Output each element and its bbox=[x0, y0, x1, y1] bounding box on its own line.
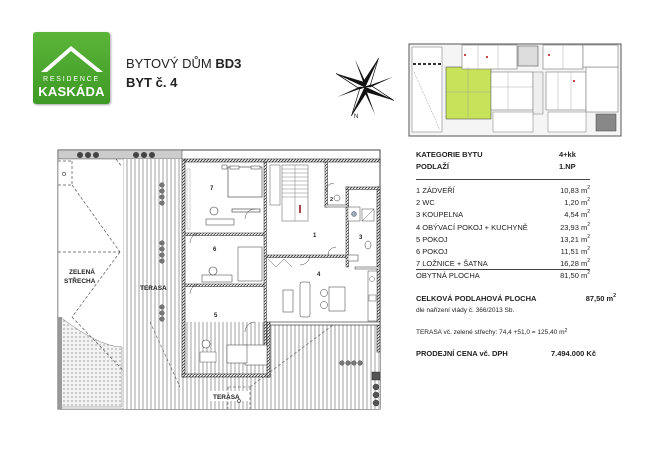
room-row: 1 ZÁDVEŘÍ 10,83 m2 bbox=[416, 185, 590, 195]
room-row: 6 POKOJ 11,51 m2 bbox=[416, 246, 590, 256]
unit-title: BYT č. 4 bbox=[126, 75, 178, 90]
price-value: 7.494.000 Kč bbox=[550, 349, 596, 358]
logo-line1: RESIDENCE bbox=[42, 76, 101, 83]
compass-rose-icon: N bbox=[335, 57, 395, 120]
svg-text:6: 6 bbox=[213, 247, 217, 253]
residence-kaskada-logo: RESIDENCE KASKÁDA bbox=[33, 32, 110, 104]
total-area-row: CELKOVÁ PODLAHOVÁ PLOCHA 87,50 m2 bbox=[416, 293, 616, 303]
svg-text:3: 3 bbox=[359, 235, 363, 241]
category-row: KATEGORIE BYTU 4+kk bbox=[416, 150, 576, 159]
svg-text:1: 1 bbox=[313, 233, 317, 239]
logo-line2: KASKÁDA bbox=[38, 84, 105, 99]
roof-icon bbox=[41, 46, 103, 72]
price-row: PRODEJNÍ CENA vč. DPH 7.494.000 Kč bbox=[416, 349, 596, 358]
key-plan bbox=[408, 43, 622, 137]
highlighted-unit bbox=[445, 66, 492, 120]
room-row: 5 POKOJ 13,21 m2 bbox=[416, 234, 590, 244]
building-title: BYTOVÝ DŮM BD3 bbox=[126, 56, 241, 71]
building-code: BD3 bbox=[215, 56, 242, 71]
divider bbox=[416, 179, 590, 180]
floor-value: 1.NP bbox=[559, 162, 576, 171]
floor-row: PODLAŽÍ 1.NP bbox=[416, 162, 576, 171]
regulation-note: dle nařízení vlády č. 366/2013 Sb. bbox=[416, 307, 515, 314]
svg-text:7: 7 bbox=[210, 186, 214, 192]
terrace-note: TERASA vč. zelené střechy: 74,4 +51,0 = … bbox=[416, 328, 568, 336]
svg-text:ZELENÁ: ZELENÁ bbox=[69, 267, 95, 276]
svg-text:TERASA: TERASA bbox=[213, 394, 240, 401]
floor-plan: ZELENÁ STŘECHA TERASA TERASA bbox=[57, 149, 381, 410]
svg-text:5: 5 bbox=[214, 313, 218, 319]
category-value: 4+kk bbox=[559, 150, 576, 159]
svg-text:4: 4 bbox=[317, 272, 321, 278]
svg-text:TERASA: TERASA bbox=[140, 285, 167, 292]
living-area-row: OBYTNÁ PLOCHA 81,50 m2 bbox=[416, 270, 590, 280]
room-row: 4 OBÝVACÍ POKOJ + KUCHYNĚ 23,93 m2 bbox=[416, 222, 590, 232]
room-row: 3 KOUPELNA 4,54 m2 bbox=[416, 209, 590, 219]
building-prefix: BYTOVÝ DŮM bbox=[126, 56, 212, 71]
svg-text:2: 2 bbox=[330, 197, 333, 203]
svg-text:N: N bbox=[354, 114, 358, 120]
svg-text:STŘECHA: STŘECHA bbox=[64, 276, 96, 285]
divider bbox=[416, 269, 590, 270]
room-row: 2 WC 1,20 m2 bbox=[416, 197, 590, 207]
room-row: 7 LOŽNICE + ŠATNA 16,28 m2 bbox=[416, 258, 590, 268]
